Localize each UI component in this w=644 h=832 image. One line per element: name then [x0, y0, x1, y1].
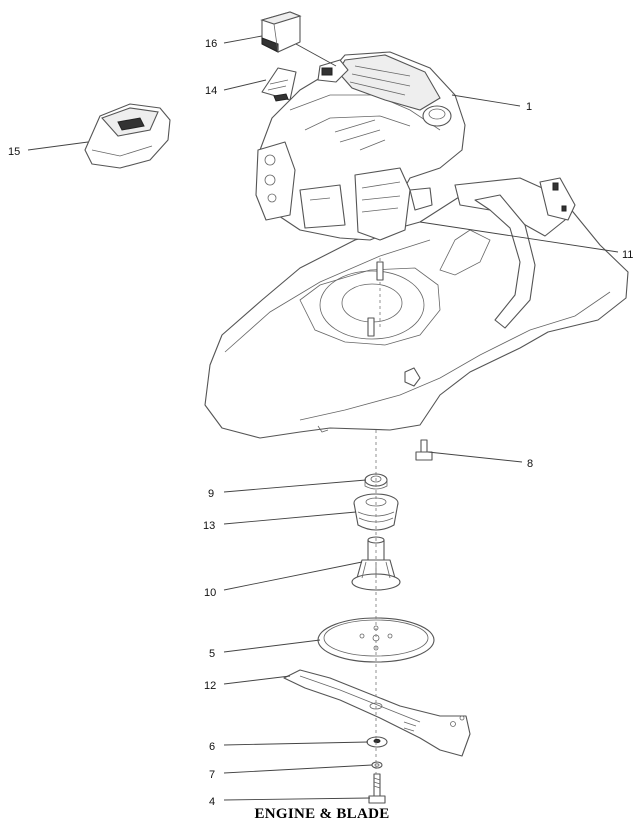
part-13-hub	[353, 493, 399, 531]
callout-4: 4	[209, 796, 215, 808]
part-6-washer	[366, 736, 388, 748]
callout-14: 14	[205, 85, 217, 97]
callout-1: 1	[526, 101, 532, 113]
callout-12: 12	[204, 680, 216, 692]
part-4-blade-bolt	[368, 773, 386, 804]
callout-15: 15	[8, 146, 20, 158]
callout-6: 6	[209, 741, 215, 753]
part-15-charger	[84, 103, 171, 169]
callout-8: 8	[527, 458, 533, 470]
callout-11: 11	[622, 249, 633, 261]
engine-assembly	[255, 51, 466, 241]
callout-16: 16	[205, 38, 217, 50]
part-12-blade	[283, 669, 471, 757]
callout-9: 9	[208, 488, 214, 500]
callout-10: 10	[204, 587, 216, 599]
part-8-bolt	[415, 439, 433, 461]
mower-deck	[204, 177, 629, 439]
callout-7: 7	[209, 769, 215, 781]
part-16-battery	[260, 11, 302, 53]
part-14-decal	[261, 67, 297, 102]
callout-5: 5	[209, 648, 215, 660]
callout-13: 13	[203, 520, 215, 532]
leader-lines	[27, 35, 619, 801]
part-7-lock-washer	[371, 761, 383, 769]
callout-labels: 16 14 15 1 11 8 9 13 10 5 12 6 7 4	[8, 38, 633, 808]
diagram-title: ENGINE & BLADE	[254, 806, 390, 822]
